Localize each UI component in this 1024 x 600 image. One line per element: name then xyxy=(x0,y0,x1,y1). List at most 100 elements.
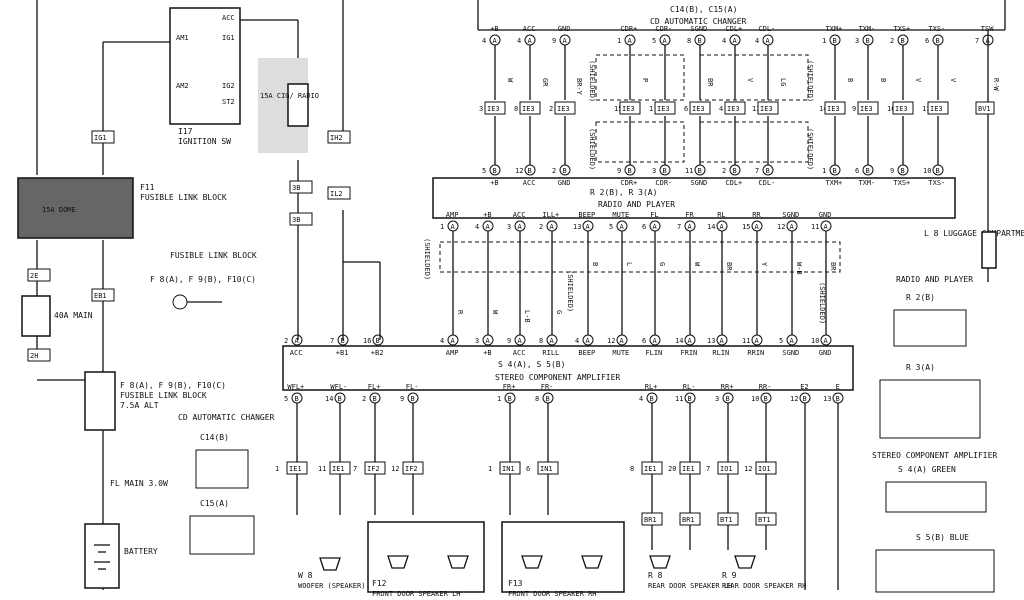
amp-top-pin-1-letter: B xyxy=(341,337,345,345)
amp-top-pin-3-num: 4 xyxy=(440,337,444,345)
amp-bottom-pin-5-label: FR- xyxy=(541,383,554,391)
left-connector-6: 3B xyxy=(289,180,313,194)
changer-pin-8-label: TXM+ xyxy=(825,25,842,33)
changer-pin-4-num: 5 xyxy=(652,37,656,45)
amp-top-pin-8-num: 12 xyxy=(607,337,615,345)
radio-bottom-pin-4-num: 13 xyxy=(573,223,581,231)
amp-top-pin-10-letter: A xyxy=(688,337,693,345)
changer-pin-2-label: GND xyxy=(558,25,571,33)
legend-radio-title: RADIO AND PLAYER xyxy=(896,275,973,284)
radio-top-pin-11-num: 10 xyxy=(923,167,931,175)
radio-bottom-pin-6-num: 6 xyxy=(642,223,646,231)
changer-pin-10-num: 2 xyxy=(890,37,894,45)
lower-lower-connector-3: BT1 xyxy=(755,512,777,526)
amp-top-pin-0-letter: A xyxy=(295,337,300,345)
lower-conn-pin: 7 xyxy=(353,465,357,473)
amp-bottom-pin-4-letter: B xyxy=(508,395,512,403)
radio-top-pin-8-label: TXM+ xyxy=(825,179,842,187)
main-fuse-label: 40A MAIN xyxy=(54,311,93,320)
amp-top-pin-9-letter: A xyxy=(653,337,658,345)
amp-bottom-pin-9-num: 10 xyxy=(751,395,759,403)
s5-connector xyxy=(875,549,995,593)
radio-top-pin-0-num: 5 xyxy=(482,167,486,175)
shield-box-0 xyxy=(595,54,685,101)
amp-top-pin-14-num: 10 xyxy=(811,337,819,345)
amp-bottom-pin-0-num: 5 xyxy=(284,395,288,403)
radio-top-pin-11-label: TXS- xyxy=(928,179,945,187)
amp-top-pin-4-label: +B xyxy=(483,349,491,357)
amp-top-pin-6-letter: A xyxy=(550,337,555,345)
lower-lower-label: BT1 xyxy=(720,516,733,524)
changer-pin-7-label: CDL- xyxy=(758,25,775,33)
radio-top-pin-7-letter: B xyxy=(766,167,770,175)
amp-bottom-pin-8-letter: B xyxy=(726,395,730,403)
fusible-block-bottom xyxy=(84,371,116,431)
rear-rh-name: R 9 xyxy=(722,571,737,580)
left-conn-label: IH2 xyxy=(330,134,343,142)
lower-conn-pin: 8 xyxy=(630,465,634,473)
shielded-0: (SHIELDED) xyxy=(588,60,596,102)
radio-player-box: R 2(B), R 3(A) RADIO AND PLAYER xyxy=(432,177,956,219)
amp-top-pin-12-num: 11 xyxy=(742,337,750,345)
radio-bottom-pin-11-num: 11 xyxy=(811,223,819,231)
ie3-num: 1 xyxy=(649,105,653,113)
speakers: W 8 WOOFER (SPEAKER) F12 FRONT DOOR SPEA… xyxy=(298,521,806,598)
shielded-2: (SHIELDED) xyxy=(588,128,596,170)
wire-color-mid-4: B xyxy=(591,262,599,266)
radio-bottom-pin-1-label: +B xyxy=(483,211,491,219)
radio-bottom-pin-11-label: GND xyxy=(819,211,832,219)
changer-pin-6-num: 4 xyxy=(722,37,726,45)
radio-bottom-pin-0-letter: A xyxy=(451,223,456,231)
bv1-box xyxy=(975,101,995,115)
radio-top-pin-10-num: 9 xyxy=(890,167,894,175)
ie3-num: 15 xyxy=(614,105,622,113)
amp-top-pin-7-num: 4 xyxy=(575,337,579,345)
legend-c14: C14(B) xyxy=(200,433,229,442)
amp-bottom-pin-4-num: 1 xyxy=(497,395,501,403)
radio-bottom-pin-5-letter: A xyxy=(620,223,625,231)
ign-ig2: IG2 xyxy=(222,82,235,90)
radio-top-pin-8-num: 1 xyxy=(822,167,826,175)
amp-bottom-pin-1-num: 14 xyxy=(325,395,333,403)
shielded-6: (SHIELDED) xyxy=(818,282,826,324)
amp-bottom-pin-3-letter: B xyxy=(411,395,415,403)
legend-amp-title: STEREO COMPONENT AMPLIFIER xyxy=(872,451,997,460)
amp-bottom-pin-10-label: E2 xyxy=(800,383,808,391)
radio-bottom-pin-1-letter: A xyxy=(486,223,491,231)
amp-bottom-pin-6-letter: B xyxy=(650,395,654,403)
lower-connector-2: 7 IF2 xyxy=(353,461,386,475)
amp-top-pin-6-label: RILL xyxy=(542,349,559,357)
left-conn-label: 3B xyxy=(292,216,300,224)
changer-pin-10-label: TXS+ xyxy=(893,25,910,33)
amp-top-pin-11-num: 13 xyxy=(707,337,715,345)
amp-top-pin-3-letter: A xyxy=(451,337,456,345)
radio-bottom-pin-10-label: SGND xyxy=(782,211,799,219)
fbb-subtitle: FUSIBLE LINK BLOCK xyxy=(120,391,207,400)
changer-pin-4-label: CDR- xyxy=(655,25,672,33)
lower-conn-label: IF2 xyxy=(367,465,380,473)
changer-pin-6-label: CDL+ xyxy=(725,25,742,33)
shield-box-1 xyxy=(699,54,809,101)
legend-c15: C15(A) xyxy=(200,499,229,508)
lower-lower-label: BR1 xyxy=(644,516,657,524)
lower-conn-pin: 1 xyxy=(275,465,279,473)
wire-color-mid-2: L-B xyxy=(523,310,531,323)
changer-pin-tsw-label: TSW xyxy=(981,25,994,33)
